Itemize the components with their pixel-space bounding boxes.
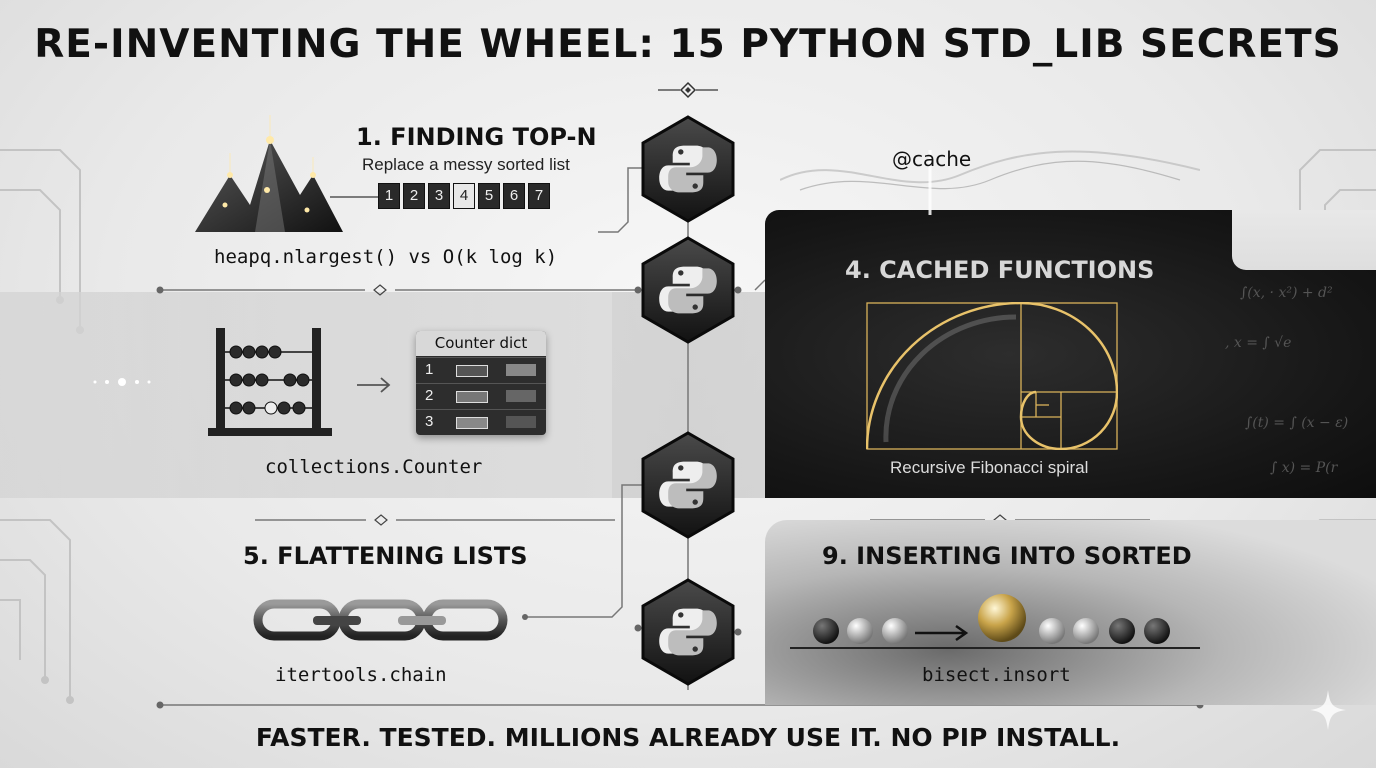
python-logo-icon	[641, 115, 735, 223]
counter-dict-table: Counter dict 1 2 3	[416, 331, 546, 435]
row-index: 3	[425, 413, 434, 430]
section-top-n-subtitle: Replace a messy sorted list	[362, 155, 570, 174]
section-top-n-code: heapq.nlargest() vs O(k log k)	[214, 246, 558, 268]
math-decoration: ∫(x, · x²) + d²	[1240, 285, 1333, 301]
ornament-icon	[658, 81, 718, 99]
number-box: 5	[478, 183, 500, 209]
spiral-icon	[866, 302, 1118, 450]
table-row: 2	[416, 383, 546, 410]
number-box: 7	[528, 183, 550, 209]
arrow-right-icon	[357, 377, 391, 393]
math-decoration: , x = ∫ √e	[1225, 335, 1292, 351]
section-sorted-heading: 9. INSERTING INTO SORTED	[822, 542, 1192, 570]
sorted-balls-illustration	[790, 594, 1200, 649]
counter-table-header: Counter dict	[416, 331, 546, 356]
cache-decorator-label: @cache	[892, 147, 972, 171]
section-flatten-code: itertools.chain	[275, 664, 447, 686]
number-box: 3	[428, 183, 450, 209]
sparkle-icon	[1310, 690, 1346, 730]
footer-tagline: FASTER. TESTED. MILLIONS ALREADY USE IT.…	[255, 723, 1121, 752]
python-logo-icon	[641, 236, 735, 344]
section-top-n-heading: 1. FINDING TOP-N	[356, 123, 597, 151]
table-row: 3	[416, 409, 546, 436]
spiral-caption: Recursive Fibonacci spiral	[890, 458, 1089, 477]
section-sorted-code: bisect.insort	[922, 664, 1071, 686]
row-index: 1	[425, 361, 434, 378]
number-box-highlighted: 4	[453, 183, 475, 209]
python-logo-icon	[641, 578, 735, 686]
cache-glow-wave	[780, 150, 1200, 215]
number-box: 1	[378, 183, 400, 209]
table-row: 1	[416, 357, 546, 384]
sorted-insert-panel	[765, 520, 1376, 705]
golden-ball-icon	[978, 594, 1026, 642]
connector-line	[330, 196, 378, 198]
page-title: RE-INVENTING THE WHEEL: 15 PYTHON STD_LI…	[34, 22, 1342, 67]
python-logo-icon	[641, 431, 735, 539]
abacus-icon	[208, 328, 332, 436]
number-box: 6	[503, 183, 525, 209]
chain-icon	[253, 599, 508, 641]
section-counter-code: collections.Counter	[265, 456, 483, 478]
number-row: 1 2 3 4 5 6 7	[378, 183, 550, 209]
section-cache-heading: 4. CACHED FUNCTIONS	[845, 256, 1155, 284]
number-box: 2	[403, 183, 425, 209]
mountains-icon	[195, 115, 343, 232]
glow-dots	[93, 378, 151, 386]
row-index: 2	[425, 387, 434, 404]
section-flatten-heading: 5. FLATTENING LISTS	[243, 542, 528, 570]
math-decoration: ∫ x) = P(r	[1270, 460, 1338, 476]
math-decoration: ∫(t) = ∫ (x − ε)	[1245, 415, 1349, 431]
